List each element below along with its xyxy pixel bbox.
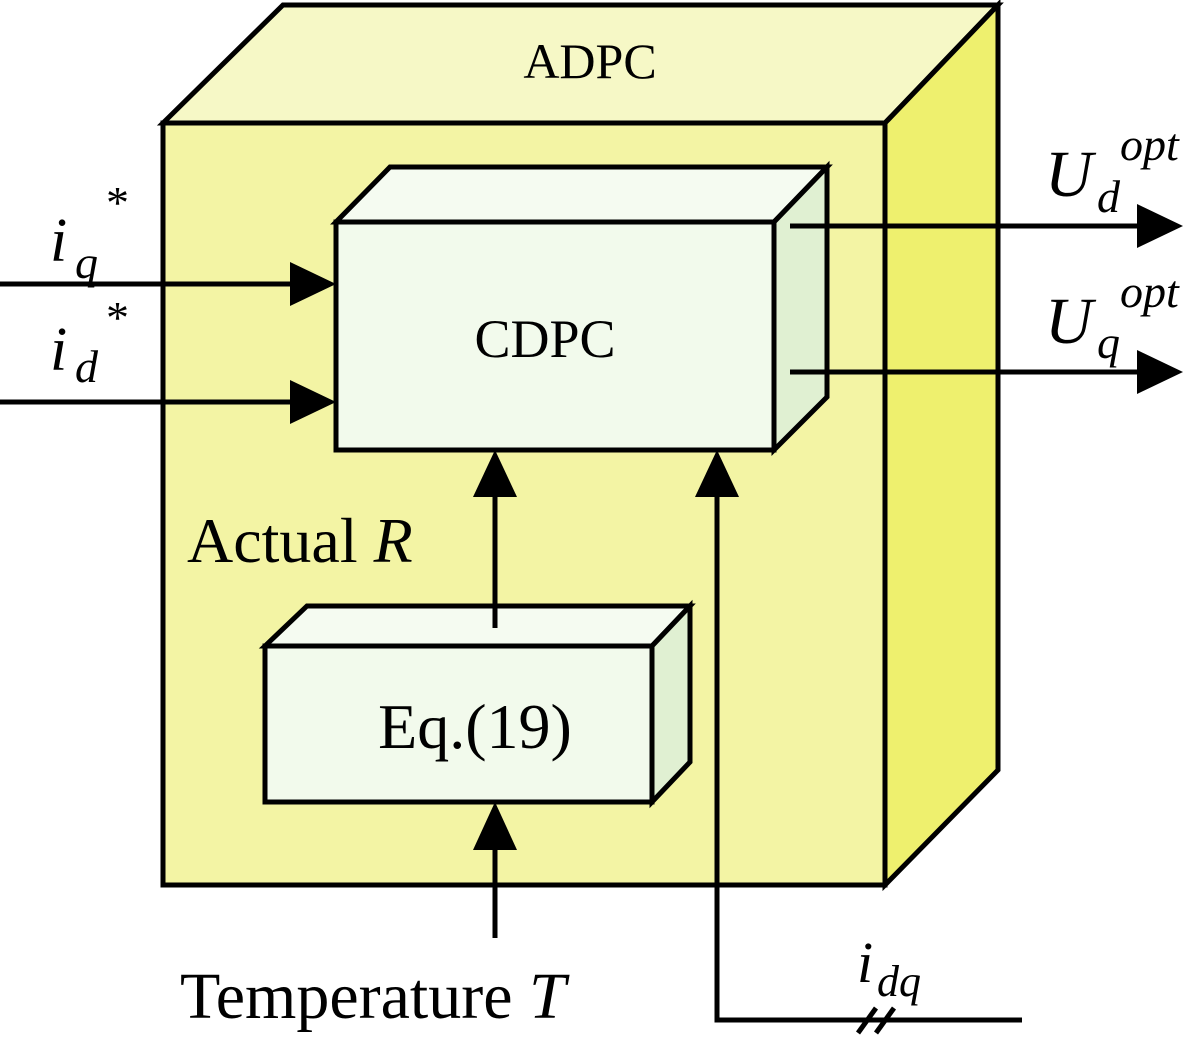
idq-feedback-arrow <box>695 450 1022 1035</box>
temperature-label: Temperature T <box>180 960 570 1033</box>
adpc-side-face <box>882 0 1001 892</box>
eq19-top-face <box>258 603 696 649</box>
uq-opt-label: U q opt <box>1045 266 1180 373</box>
cdpc-top-face <box>330 164 833 225</box>
eq19-label: Eq.(19) <box>378 691 572 762</box>
id-input-arrow <box>0 380 336 424</box>
cdpc-front-face <box>333 219 777 453</box>
bus-slash-1 <box>855 1006 879 1035</box>
idq-label: i dq <box>857 930 921 1006</box>
ud-output-arrow <box>790 204 1183 248</box>
cdpc-label: CDPC <box>474 309 615 369</box>
temperature-arrow <box>473 802 517 938</box>
id-star-label: i d * <box>50 292 129 396</box>
iq-input-arrow <box>0 262 336 306</box>
uq-output-arrow <box>790 350 1183 394</box>
actual-r-label: Actual R <box>187 505 413 576</box>
adpc-label: ADPC <box>523 33 656 89</box>
iq-star-label: i q * <box>50 177 129 292</box>
eq19-block: Eq.(19) <box>258 599 696 809</box>
actual-r-arrow <box>473 450 517 628</box>
cdpc-block: CDPC <box>330 160 833 457</box>
ud-opt-label: U d opt <box>1045 119 1180 227</box>
bus-slash-2 <box>873 1006 897 1035</box>
eq19-front-face <box>262 643 655 805</box>
